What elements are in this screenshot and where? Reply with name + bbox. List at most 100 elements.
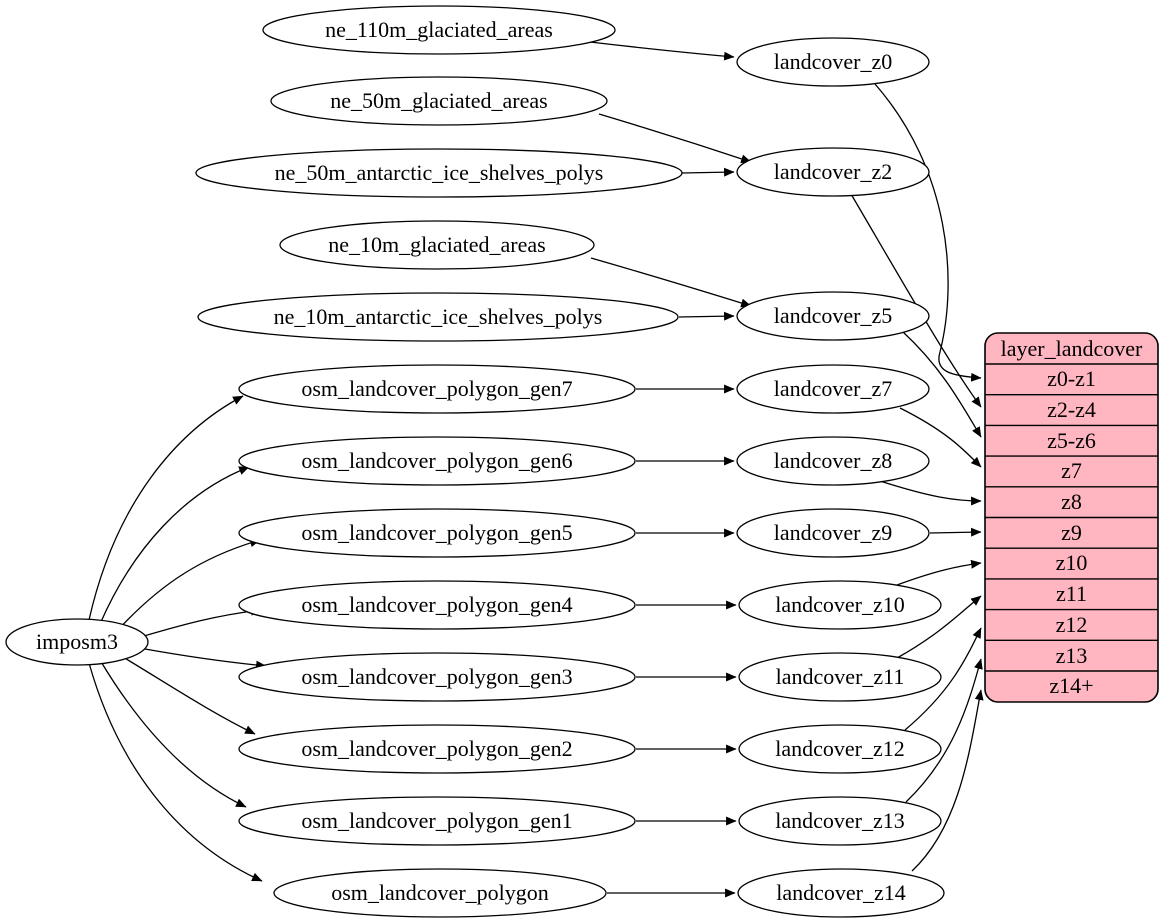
- landcover-z8-label: landcover_z8: [774, 448, 893, 473]
- node-ne-110m-glaciated-areas: ne_110m_glaciated_areas: [262, 5, 616, 55]
- landcover-z2-ellipse: [736, 147, 930, 197]
- node-osm-landcover-polygon-gen4: osm_landcover_polygon_gen4: [238, 580, 636, 630]
- osm-landcover-polygon-gen3-label: osm_landcover_polygon_gen3: [301, 664, 572, 689]
- landcover-z2-label: landcover_z2: [774, 159, 893, 184]
- node-osm-landcover-polygon-gen3: osm_landcover_polygon_gen3: [238, 652, 636, 702]
- node-imposm3: imposm3: [5, 618, 149, 666]
- node-landcover-z11: landcover_z11: [738, 652, 942, 702]
- node-layer-landcover-record: layer_landcover z0-z1 z2-z4 z5-z6 z7 z8 …: [984, 332, 1159, 703]
- edge-z5-to-row-z5-z6: [902, 331, 982, 438]
- node-landcover-z12: landcover_z12: [738, 724, 942, 774]
- landcover-z5-ellipse: [736, 291, 930, 341]
- imposm3-ellipse: [5, 618, 149, 666]
- edge-z0-to-row-z0-z1: [874, 83, 982, 382]
- node-landcover-z8: landcover_z8: [736, 436, 930, 486]
- landcover-z0-label: landcover_z0: [774, 49, 893, 74]
- node-osm-landcover-polygon: osm_landcover_polygon: [273, 868, 607, 918]
- osm-landcover-polygon-gen5-label: osm_landcover_polygon_gen5: [301, 520, 572, 545]
- edge-imposm3-to-gen6: [99, 466, 250, 625]
- node-landcover-z10: landcover_z10: [738, 580, 942, 630]
- osm-landcover-polygon-gen1-ellipse: [238, 796, 636, 846]
- record-row-z2-z4: z2-z4: [1047, 397, 1096, 422]
- ne-110m-glaciated-areas-ellipse: [262, 5, 616, 55]
- edge-imposm3-to-gen4: [143, 606, 262, 637]
- landcover-z11-ellipse: [738, 652, 942, 702]
- osm-landcover-polygon-ellipse: [273, 868, 607, 918]
- landcover-z9-label: landcover_z9: [774, 520, 893, 545]
- landcover-z13-label: landcover_z13: [775, 808, 905, 833]
- record-row-z14plus: z14+: [1049, 673, 1093, 698]
- nodes-layer: imposm3 ne_110m_glaciated_areas ne_50m_g…: [5, 5, 945, 918]
- ne-50m-glaciated-areas-label: ne_50m_glaciated_areas: [330, 88, 547, 113]
- edge-imposm3-to-polygon: [88, 662, 263, 882]
- osm-landcover-polygon-gen4-ellipse: [238, 580, 636, 630]
- osm-landcover-polygon-gen6-ellipse: [238, 436, 636, 486]
- edge-imposm3-to-gen1: [99, 659, 247, 808]
- edge-ne10m-glaciated-to-z5: [590, 257, 752, 308]
- ne-10m-glaciated-areas-label: ne_10m_glaciated_areas: [328, 232, 545, 257]
- record-row-z7: z7: [1061, 458, 1082, 483]
- edge-z9-to-row-z9: [929, 527, 982, 537]
- edge-z8-to-row-z8: [879, 480, 982, 506]
- osm-landcover-polygon-gen2-ellipse: [238, 724, 636, 774]
- edge-z10-to-row-z10: [896, 559, 982, 586]
- edge-imposm3-to-gen3: [144, 648, 267, 670]
- edge-ne50m-glaciated-to-z2: [598, 113, 752, 164]
- landcover-z9-ellipse: [736, 508, 930, 558]
- edge-imposm3-to-gen5: [117, 538, 261, 631]
- ne-10m-antarctic-ice-shelves-polys-label: ne_10m_antarctic_ice_shelves_polys: [274, 304, 603, 329]
- node-osm-landcover-polygon-gen2: osm_landcover_polygon_gen2: [238, 724, 636, 774]
- landcover-z12-ellipse: [738, 724, 942, 774]
- ne-50m-glaciated-areas-ellipse: [270, 76, 608, 126]
- landcover-z11-label: landcover_z11: [776, 664, 905, 689]
- landcover-z12-label: landcover_z12: [775, 736, 905, 761]
- node-osm-landcover-polygon-gen6: osm_landcover_polygon_gen6: [238, 436, 636, 486]
- landcover-z8-ellipse: [736, 436, 930, 486]
- record-row-z5-z6: z5-z6: [1047, 428, 1096, 453]
- landcover-z14-ellipse: [737, 868, 945, 918]
- ne-50m-antarctic-ice-shelves-polys-label: ne_50m_antarctic_ice_shelves_polys: [275, 160, 604, 185]
- node-landcover-z13: landcover_z13: [738, 796, 942, 846]
- landcover-z13-ellipse: [738, 796, 942, 846]
- osm-landcover-polygon-gen7-label: osm_landcover_polygon_gen7: [301, 376, 572, 401]
- edge-z12-to-row-z12: [904, 627, 982, 731]
- ne-10m-antarctic-ice-shelves-polys-ellipse: [197, 292, 679, 342]
- osm-landcover-polygon-gen5-ellipse: [238, 508, 636, 558]
- edge-ne50m-antarctic-to-z2: [681, 167, 735, 177]
- node-osm-landcover-polygon-gen5: osm_landcover_polygon_gen5: [238, 508, 636, 558]
- node-ne-10m-antarctic-ice-shelves-polys: ne_10m_antarctic_ice_shelves_polys: [197, 292, 679, 342]
- edge-z13-to-row-z13: [905, 658, 983, 803]
- osm-landcover-polygon-gen1-label: osm_landcover_polygon_gen1: [301, 808, 572, 833]
- osm-landcover-polygon-gen7-ellipse: [238, 364, 636, 414]
- landcover-z7-label: landcover_z7: [774, 376, 893, 401]
- node-landcover-z14: landcover_z14: [737, 868, 945, 918]
- record-row-z10: z10: [1056, 550, 1088, 575]
- ne-10m-glaciated-areas-ellipse: [279, 220, 595, 270]
- landcover-z7-ellipse: [736, 364, 930, 414]
- edge-z11-to-row-z11: [896, 595, 982, 659]
- edge-imposm3-to-gen2: [117, 653, 256, 735]
- edge-ne110m-to-z0: [589, 41, 735, 61]
- record-row-z0-z1: z0-z1: [1047, 366, 1096, 391]
- record-row-z12: z12: [1056, 612, 1088, 637]
- landcover-z14-label: landcover_z14: [776, 880, 906, 905]
- node-osm-landcover-polygon-gen7: osm_landcover_polygon_gen7: [238, 364, 636, 414]
- osm-landcover-polygon-gen4-label: osm_landcover_polygon_gen4: [301, 592, 572, 617]
- node-landcover-z2: landcover_z2: [736, 147, 930, 197]
- node-landcover-z0: landcover_z0: [736, 37, 930, 87]
- layer-landcover-title: layer_landcover: [1001, 336, 1143, 361]
- osm-landcover-polygon-gen3-ellipse: [238, 652, 636, 702]
- node-osm-landcover-polygon-gen1: osm_landcover_polygon_gen1: [238, 796, 636, 846]
- record-row-z11: z11: [1056, 581, 1087, 606]
- edge-z7-to-row-z7: [899, 407, 982, 468]
- node-landcover-z5: landcover_z5: [736, 291, 930, 341]
- node-landcover-z9: landcover_z9: [736, 508, 930, 558]
- osm-landcover-polygon-gen6-label: osm_landcover_polygon_gen6: [301, 448, 572, 473]
- landcover-z10-ellipse: [738, 580, 942, 630]
- record-row-z13: z13: [1056, 643, 1088, 668]
- edges-layer: [88, 41, 984, 898]
- node-ne-50m-antarctic-ice-shelves-polys: ne_50m_antarctic_ice_shelves_polys: [195, 148, 683, 198]
- landcover-z0-ellipse: [736, 37, 930, 87]
